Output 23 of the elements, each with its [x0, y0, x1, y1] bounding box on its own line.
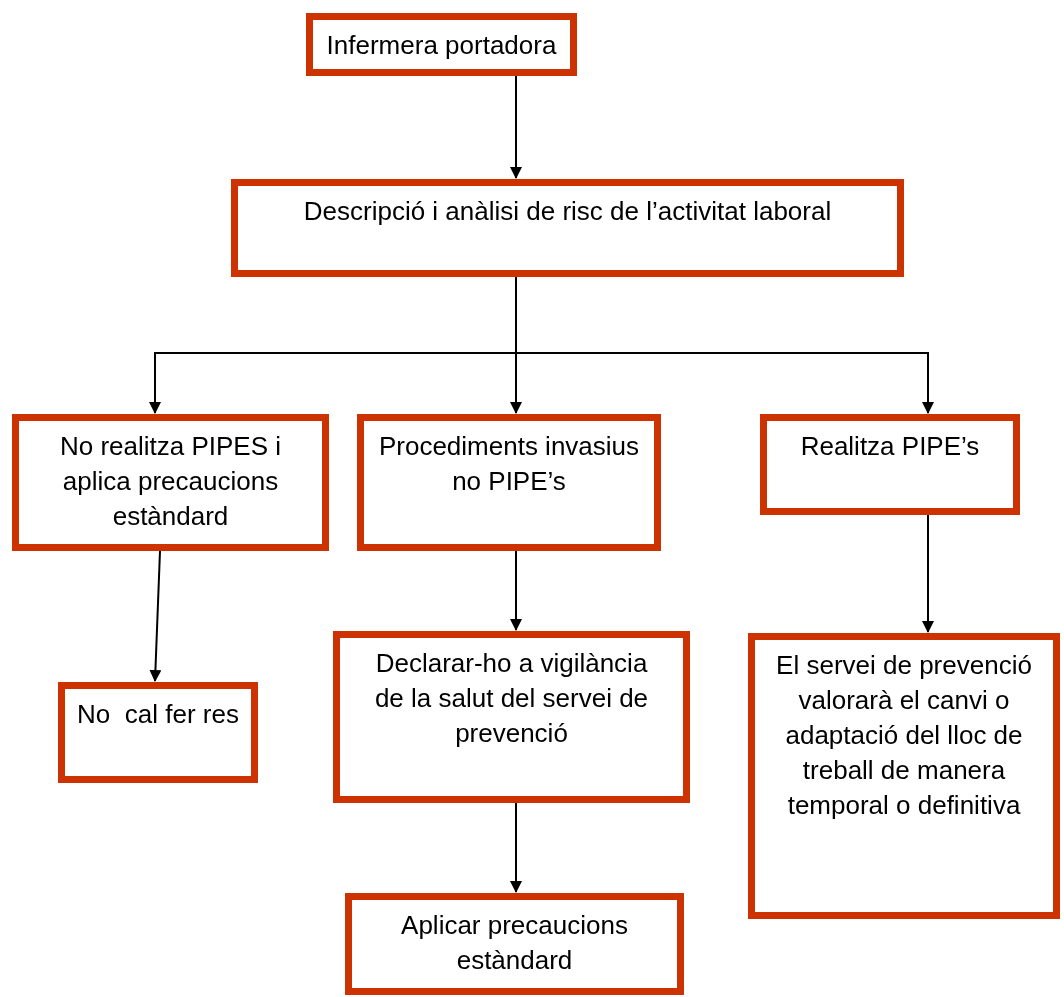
- process-box: [748, 633, 1060, 919]
- box-text: Aplicar precaucions estàndard: [400, 909, 629, 977]
- box-text: No cal fer res: [77, 698, 239, 731]
- arrow: [510, 75, 522, 179]
- box-text: No realitza PIPES i aplica precaucions estàndard: [58, 430, 283, 533]
- arrow: [922, 514, 934, 633]
- arrow: [510, 550, 522, 631]
- process-box: [357, 414, 661, 551]
- process-box: [58, 682, 258, 783]
- process-box: [231, 179, 904, 277]
- process-box: [333, 631, 690, 803]
- arrow: [510, 802, 522, 893]
- process-box: [345, 893, 684, 995]
- process-box: [12, 414, 329, 551]
- box-text: Realitza PIPE’s: [800, 430, 980, 463]
- arrow: [149, 550, 162, 682]
- process-box: [760, 414, 1020, 515]
- box-text: Descripció i anàlisi de risc de l’activitat laboral: [303, 195, 832, 228]
- box-text: Procediments invasius no PIPE’s: [377, 430, 641, 498]
- box-text: Declarar-ho a vigilància de la salut del servei de prevenció: [373, 647, 650, 750]
- box-text: Infermera portadora: [326, 29, 557, 62]
- box-text: El servei de prevenció valorarà el canvi o adaptació del lloc de treball de manera temporal o definitiva: [775, 649, 1033, 822]
- process-box: [306, 13, 577, 76]
